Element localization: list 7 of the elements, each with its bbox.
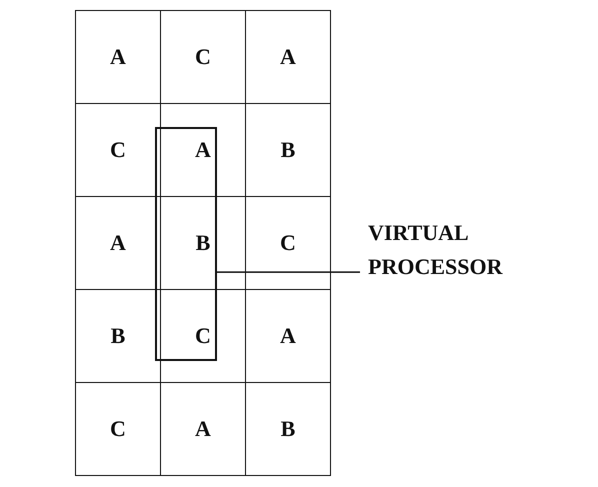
processor-outline	[155, 127, 217, 361]
callout-label: VIRTUAL PROCESSOR	[368, 216, 538, 284]
leader-line	[217, 271, 360, 273]
grid-cell: A	[75, 10, 161, 104]
grid-cell: C	[75, 382, 161, 476]
grid-cell: A	[245, 10, 331, 104]
grid-cell: B	[245, 382, 331, 476]
